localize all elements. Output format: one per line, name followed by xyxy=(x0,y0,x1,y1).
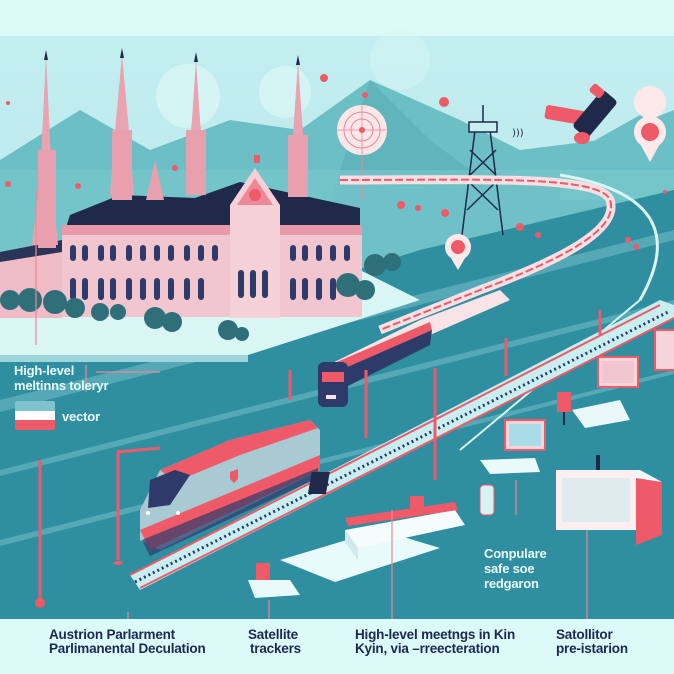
spires xyxy=(32,48,308,248)
caption-satellite-trackers-line1: Satellite xyxy=(248,627,298,642)
train-icon xyxy=(318,290,510,407)
flag-icon xyxy=(15,401,55,430)
catenary-poles xyxy=(38,310,602,600)
train-icon xyxy=(140,420,320,556)
monitor-icon xyxy=(597,356,639,388)
consulate-cabinet xyxy=(556,455,662,545)
keyboard-icon xyxy=(572,400,630,428)
small-map-pins xyxy=(5,74,667,250)
high-level-label-line1: High-level xyxy=(14,363,75,378)
parliament-building xyxy=(0,48,362,318)
office-chair-icon xyxy=(248,563,300,598)
platform-slab xyxy=(280,530,440,582)
caption-satellite-trackers-line2: trackers xyxy=(250,641,301,656)
sky-top-band xyxy=(0,0,674,36)
high-level-label-line2: meltinns toleryr xyxy=(14,378,109,393)
flag-legend-label: vector xyxy=(62,409,100,424)
caption-parliament-line2: Parlimanental Deculation xyxy=(49,641,206,656)
office-chair-icon xyxy=(557,392,571,425)
caption-bar xyxy=(0,619,674,674)
caption-meetings-line2: Kyin, via –rreecteration xyxy=(355,641,500,656)
map-pin-icon xyxy=(634,86,667,162)
caption-meetings-line1: High-level meetngs in Kin xyxy=(355,627,516,642)
leader-lines xyxy=(35,190,588,619)
monitor-icon xyxy=(654,329,674,371)
caption-satellite-station-line2: pre-istarion xyxy=(556,641,628,656)
map-pin-icon xyxy=(445,234,471,270)
consulate-label-line2: safe soe xyxy=(484,561,535,576)
railway-track xyxy=(129,300,674,590)
caption-parliament-line1: Austrion Parlarment xyxy=(49,627,175,642)
signal-waves-icon: ))) xyxy=(512,128,524,139)
satellite-icon xyxy=(544,83,617,144)
monitor-icon xyxy=(480,419,546,474)
consulate-label-line3: redgaron xyxy=(484,576,539,591)
caption-satellite-station-line1: Satollitor xyxy=(556,627,613,642)
desk-icon xyxy=(307,472,424,514)
consulate-label-line1: Conpulare xyxy=(484,546,547,561)
